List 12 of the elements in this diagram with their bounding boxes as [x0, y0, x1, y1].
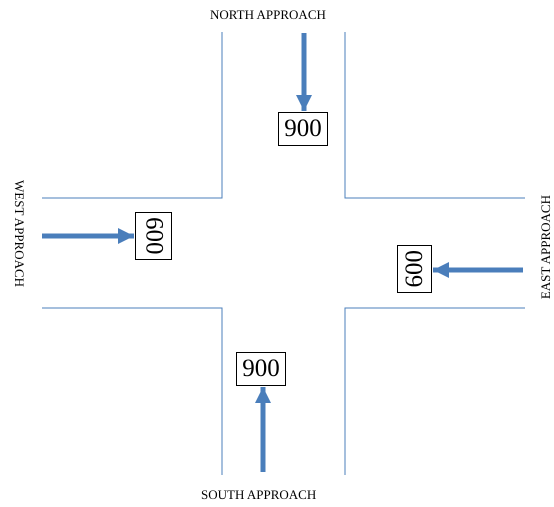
approach-label: SOUTH APPROACH	[201, 487, 316, 503]
volume-box: 900	[278, 112, 328, 146]
arrow	[433, 262, 523, 278]
approach-label: NORTH APPROACH	[210, 7, 326, 23]
arrow	[42, 228, 134, 244]
volume-box: 600	[397, 245, 432, 293]
volume-box: 600	[135, 212, 172, 260]
volume-box: 900	[236, 352, 286, 386]
arrow	[296, 33, 312, 111]
approach-label: EAST APPROACH	[538, 195, 554, 300]
approach-label: WEST APPROACH	[11, 180, 27, 288]
arrow	[255, 387, 271, 472]
